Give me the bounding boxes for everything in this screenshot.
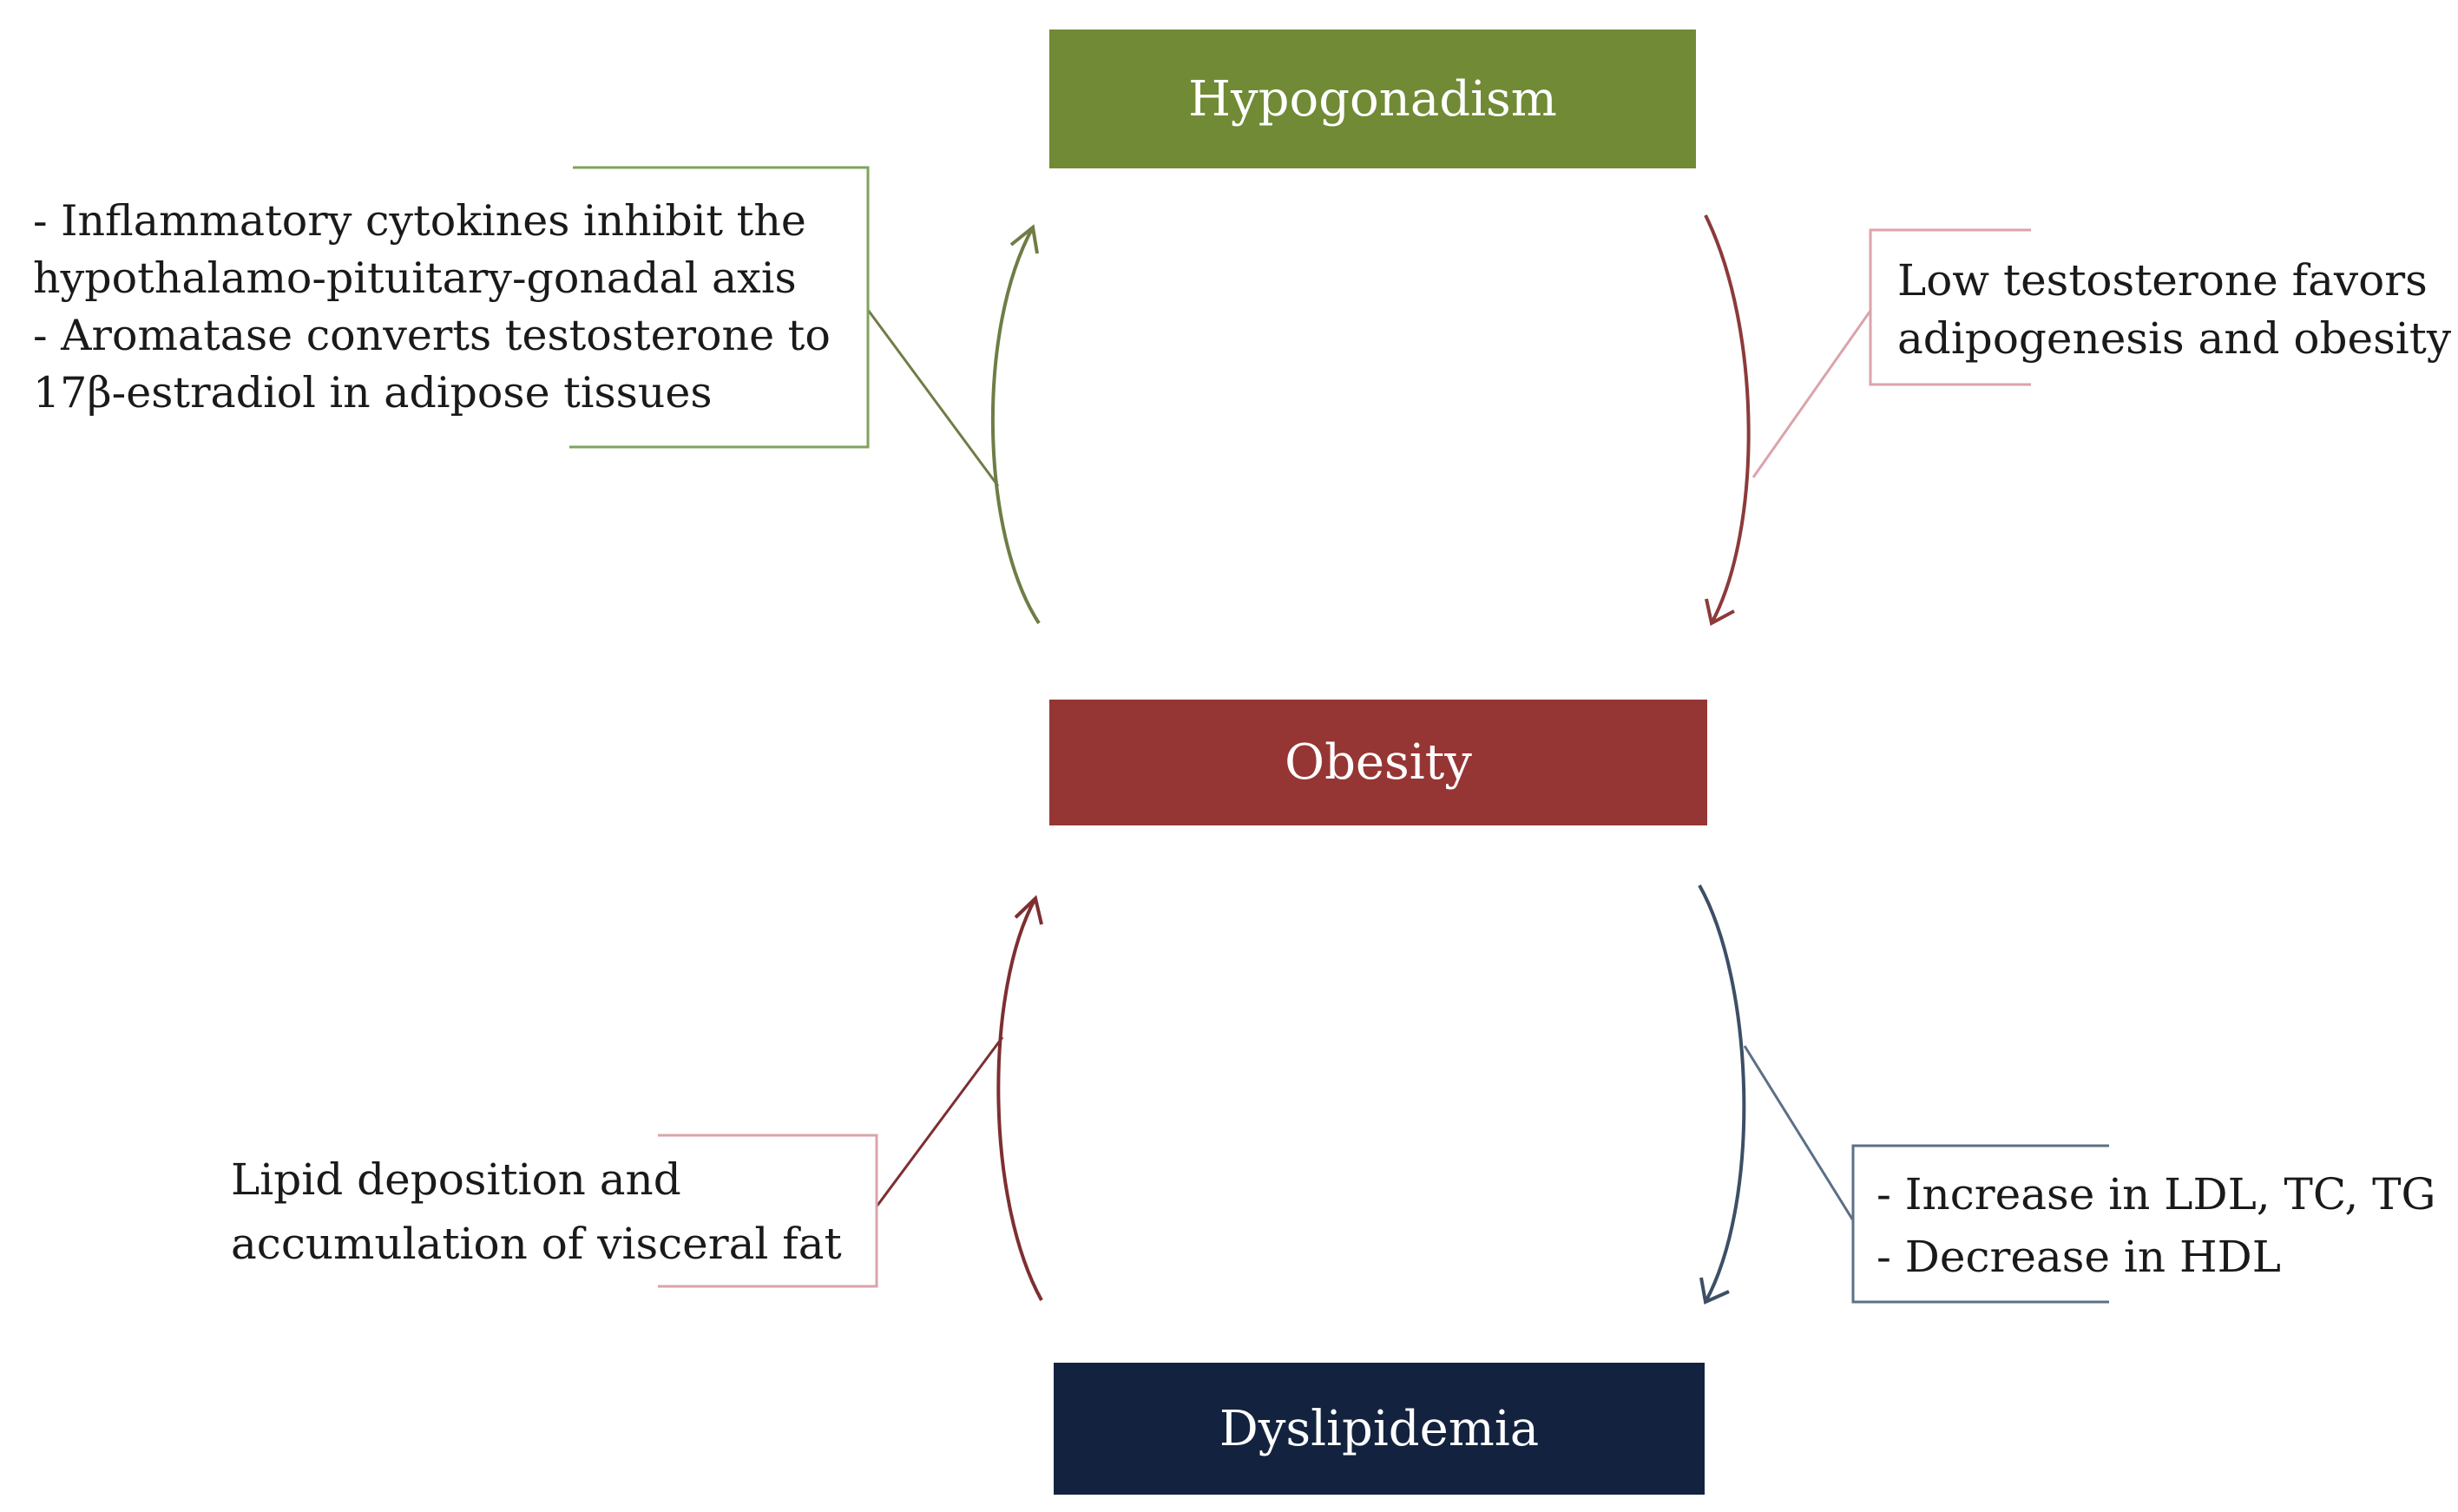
bracket-bottom-right (1851, 1144, 2109, 1304)
arrow-dyslipidemia-to-obesity (996, 897, 1043, 1301)
node-hypogonadism: Hypogonadism (1049, 30, 1696, 168)
leader-bottom-right (1743, 1045, 1855, 1221)
annotation-bottom-left-line1: Lipid deposition and (231, 1154, 681, 1205)
annotation-top-left: - Inflammatory cytokines inhibit the hypo… (33, 193, 831, 422)
arrow-hypogonadism-to-obesity (1704, 214, 1751, 624)
arrow-obesity-to-dyslipidemia (1698, 884, 1746, 1303)
annotation-bottom-right-line1: - Increase in LDL, TC, TG (1876, 1169, 2436, 1219)
annotation-top-right: Low testosterone favors adipogenesis and … (1897, 252, 2451, 368)
annotation-top-left-line1: - Inflammatory cytokines inhibit the (33, 196, 806, 246)
node-dyslipidemia: Dyslipidemia (1054, 1363, 1705, 1495)
node-hypogonadism-label: Hypogonadism (1188, 70, 1557, 128)
arrowhead-hypogonadism-to-obesity (1705, 598, 1735, 627)
annotation-bottom-right-line2: - Decrease in HDL (1876, 1232, 2281, 1282)
annotation-bottom-left: Lipid deposition and accumulation of visc… (231, 1147, 842, 1276)
arrowhead-dyslipidemia-to-obesity (1014, 895, 1043, 925)
annotation-bottom-left-line2: accumulation of visceral fat (231, 1219, 842, 1269)
leader-top-right (1751, 310, 1872, 478)
bracket-bottom-left (658, 1134, 878, 1288)
annotation-top-right-line2: adipogenesis and obesity (1897, 313, 2452, 364)
leader-top-left (866, 309, 1000, 487)
annotation-top-left-line2: hypothalamo-pituitary-gonadal axis (33, 253, 797, 303)
arrow-obesity-to-hypogonadism (990, 227, 1041, 625)
node-obesity-label: Obesity (1285, 734, 1472, 791)
annotation-top-left-line3: - Aromatase converts testosterone to (33, 311, 831, 360)
arrowhead-obesity-to-hypogonadism (1009, 224, 1039, 254)
bracket-top-right (1869, 228, 2031, 386)
leader-bottom-left (875, 1036, 1004, 1207)
annotation-top-left-line4: 17β-estradiol in adipose tissues (33, 368, 713, 417)
arrowhead-obesity-to-dyslipidemia (1699, 1277, 1730, 1305)
annotation-bottom-right: - Increase in LDL, TC, TG - Decrease in H… (1876, 1163, 2435, 1288)
bracket-top-left (569, 166, 870, 449)
node-obesity: Obesity (1049, 700, 1707, 825)
node-dyslipidemia-label: Dyslipidemia (1219, 1400, 1540, 1457)
annotation-top-right-line1: Low testosterone favors (1897, 255, 2428, 306)
